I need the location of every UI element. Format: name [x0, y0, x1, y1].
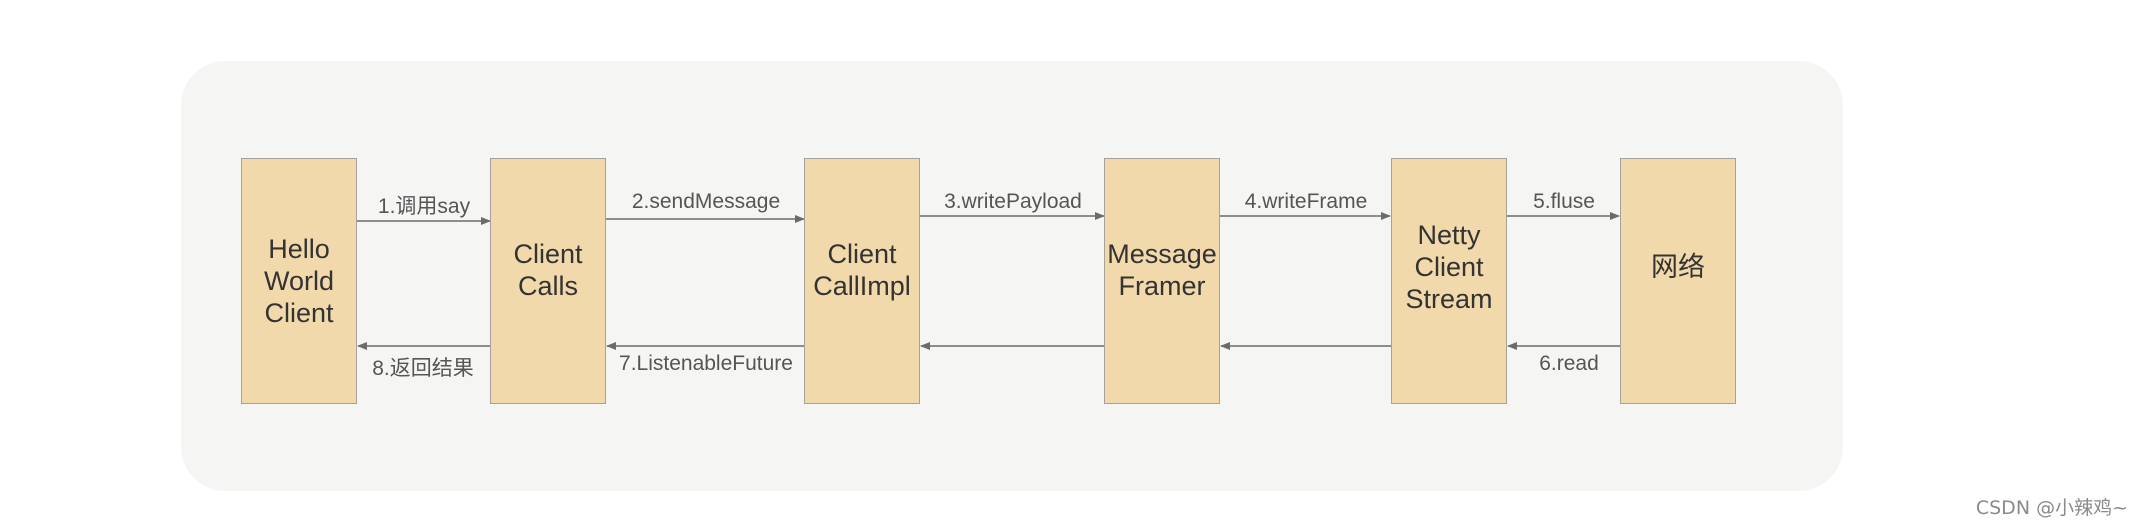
arrow-label-step7: 7.ListenableFuture: [619, 352, 793, 375]
node-label-line: Client: [1414, 252, 1484, 282]
node-label-line: Netty: [1417, 220, 1481, 250]
node-label-line: Message: [1107, 239, 1217, 269]
node-label-line: Hello: [268, 234, 330, 264]
node-client-calls: Client Calls: [490, 158, 606, 404]
watermark: CSDN @小辣鸡~: [1975, 497, 2128, 519]
arrow-label-step8: 8.返回结果: [372, 357, 474, 380]
node-label-line: Calls: [517, 271, 578, 301]
node-netty-client-stream: Netty Client Stream: [1391, 158, 1507, 404]
node-label-line: Client: [827, 239, 897, 269]
node-message-framer: Message Framer: [1104, 158, 1220, 404]
arrow-label-step1: 1.调用say: [377, 195, 471, 218]
diagram-panel: [181, 61, 1843, 491]
node-label-line: CallImpl: [813, 271, 911, 301]
node-label-line: Stream: [1405, 284, 1493, 314]
node-label-line: Framer: [1118, 271, 1206, 301]
node-label-line: Client: [264, 298, 334, 328]
node-hello-world-client: Hello World Client: [241, 158, 357, 404]
node-client-callimpl: Client CallImpl: [804, 158, 920, 404]
node-network: 网络: [1620, 158, 1736, 404]
node-label-line: Client: [513, 239, 583, 269]
arrow-label-step3: 3.writePayload: [944, 190, 1082, 213]
arrow-label-step4: 4.writeFrame: [1244, 190, 1368, 213]
arrow-label-step2: 2.sendMessage: [631, 190, 781, 213]
arrow-label-step5: 5.fluse: [1533, 190, 1595, 213]
arrow-label-step6: 6.read: [1539, 352, 1599, 375]
node-label-line: 网络: [1651, 252, 1705, 282]
node-label-line: World: [263, 266, 335, 296]
